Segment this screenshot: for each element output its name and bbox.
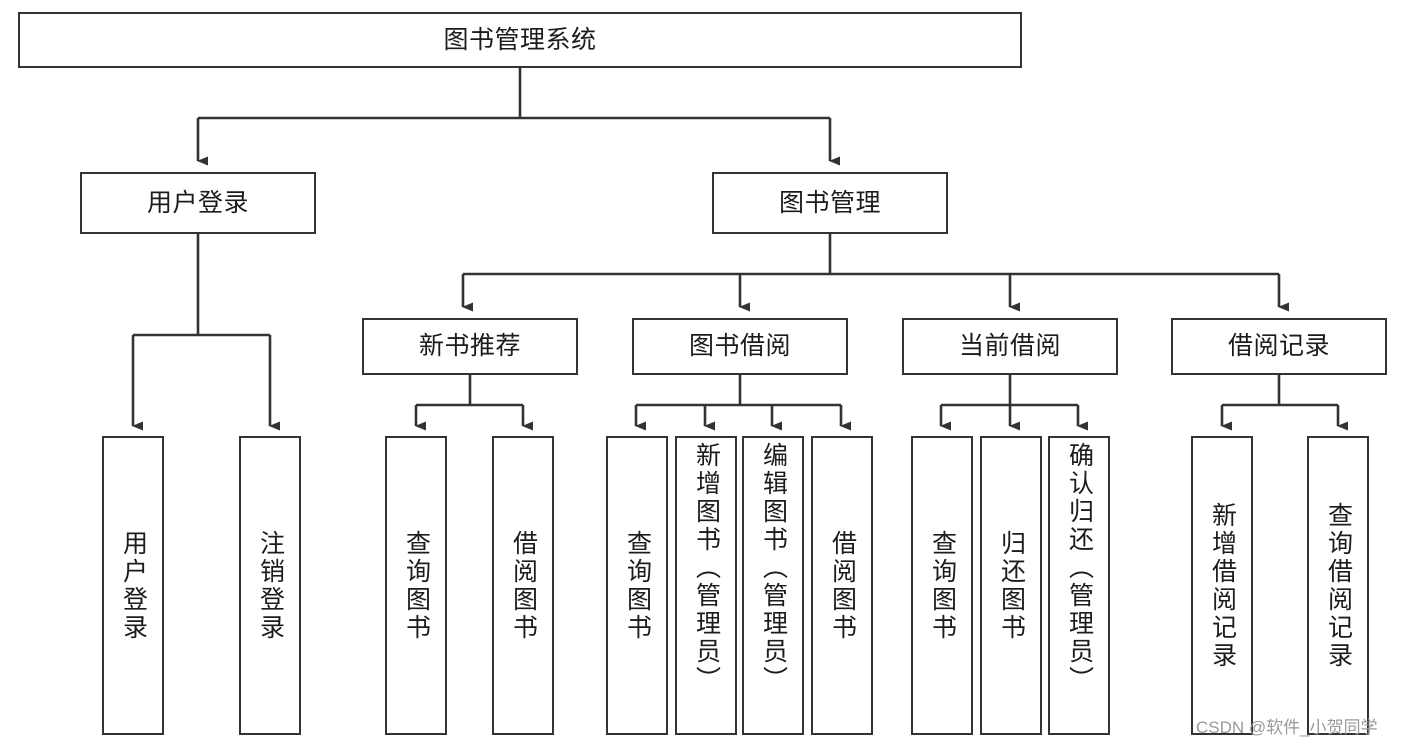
node-book-management[interactable]: 图书管理 (712, 172, 948, 234)
node-root[interactable]: 图书管理系统 (18, 12, 1022, 68)
csdn-watermark: CSDN @软件_小贺同学 (1196, 718, 1378, 737)
leaf-book-borrow-edit[interactable]: 编辑图书（管理员） (742, 436, 804, 735)
leaf-user-login-logout[interactable]: 注销登录 (239, 436, 301, 735)
node-current-borrow[interactable]: 当前借阅 (902, 318, 1118, 375)
leaf-user-login-login-label: 用户登录 (119, 529, 148, 642)
leaf-new-book-borrow-label: 借阅图书 (509, 529, 538, 642)
leaf-borrow-record-add[interactable]: 新增借阅记录 (1191, 436, 1253, 735)
leaf-new-book-query[interactable]: 查询图书 (385, 436, 447, 735)
leaf-new-book-query-label: 查询图书 (402, 529, 431, 642)
node-borrow-record[interactable]: 借阅记录 (1171, 318, 1387, 375)
node-user-login-label: 用户登录 (146, 188, 249, 217)
leaf-current-borrow-query[interactable]: 查询图书 (911, 436, 973, 735)
leaf-book-borrow-add[interactable]: 新增图书（管理员） (675, 436, 737, 735)
leaf-new-book-borrow[interactable]: 借阅图书 (492, 436, 554, 735)
leaf-book-borrow-add-label: 新增图书（管理员） (692, 442, 721, 694)
leaf-current-borrow-return-label: 归还图书 (997, 529, 1026, 642)
node-book-borrow[interactable]: 图书借阅 (632, 318, 848, 375)
node-new-book-recommend[interactable]: 新书推荐 (362, 318, 578, 375)
leaf-borrow-record-add-label: 新增借阅记录 (1208, 501, 1237, 670)
node-user-login[interactable]: 用户登录 (80, 172, 316, 234)
leaf-book-borrow-edit-label: 编辑图书（管理员） (759, 442, 788, 694)
node-current-borrow-label: 当前借阅 (958, 332, 1061, 360)
leaf-current-borrow-confirm-label: 确认归还（管理员） (1065, 442, 1094, 694)
leaf-borrow-record-query[interactable]: 查询借阅记录 (1307, 436, 1369, 735)
leaf-current-borrow-query-label: 查询图书 (928, 529, 957, 642)
leaf-book-borrow-borrow[interactable]: 借阅图书 (811, 436, 873, 735)
node-new-book-recommend-label: 新书推荐 (418, 332, 521, 360)
leaf-book-borrow-query[interactable]: 查询图书 (606, 436, 668, 735)
node-borrow-record-label: 借阅记录 (1227, 332, 1330, 360)
leaf-user-login-login[interactable]: 用户登录 (102, 436, 164, 735)
node-book-management-label: 图书管理 (778, 188, 881, 217)
leaf-book-borrow-query-label: 查询图书 (623, 529, 652, 642)
leaf-borrow-record-query-label: 查询借阅记录 (1324, 501, 1353, 670)
node-book-borrow-label: 图书借阅 (688, 332, 791, 360)
leaf-current-borrow-confirm[interactable]: 确认归还（管理员） (1048, 436, 1110, 735)
leaf-book-borrow-borrow-label: 借阅图书 (828, 529, 857, 642)
leaf-current-borrow-return[interactable]: 归还图书 (980, 436, 1042, 735)
leaf-user-login-logout-label: 注销登录 (256, 529, 285, 642)
node-root-label: 图书管理系统 (443, 25, 597, 54)
